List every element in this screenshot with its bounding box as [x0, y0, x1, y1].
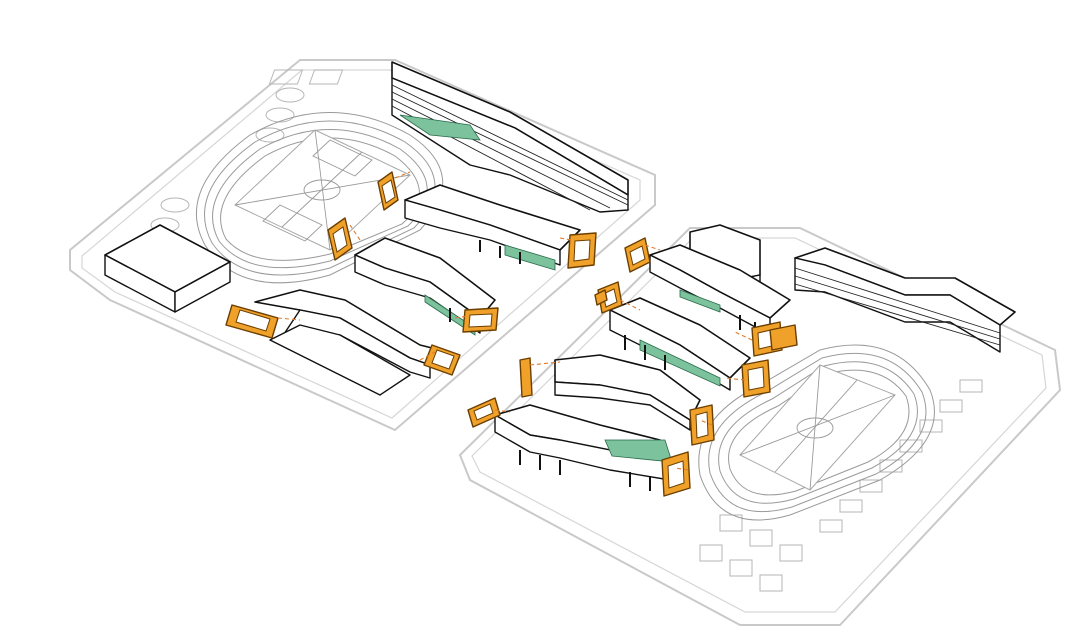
- teaching-block-right-2: [609, 297, 751, 391]
- box-building-left: [104, 224, 231, 313]
- courts-right: [699, 379, 983, 592]
- slab-building-right: [794, 247, 1016, 353]
- running-track-right: [698, 344, 935, 521]
- scheme-left: [69, 59, 656, 432]
- frames-right: [467, 237, 798, 497]
- teaching-block-left-3: [254, 289, 441, 396]
- slab-building-left: [391, 61, 629, 213]
- frame-right-10: [594, 289, 608, 306]
- frame-right-9: [769, 324, 798, 351]
- teaching-block-left-2: [354, 237, 496, 336]
- teaching-block-left-1: [404, 184, 581, 271]
- frame-right-5: [519, 357, 533, 398]
- running-track-left: [196, 112, 444, 284]
- scheme-right: [458, 224, 1062, 626]
- teaching-block-right-1: [649, 244, 791, 337]
- frames-left: [225, 171, 597, 376]
